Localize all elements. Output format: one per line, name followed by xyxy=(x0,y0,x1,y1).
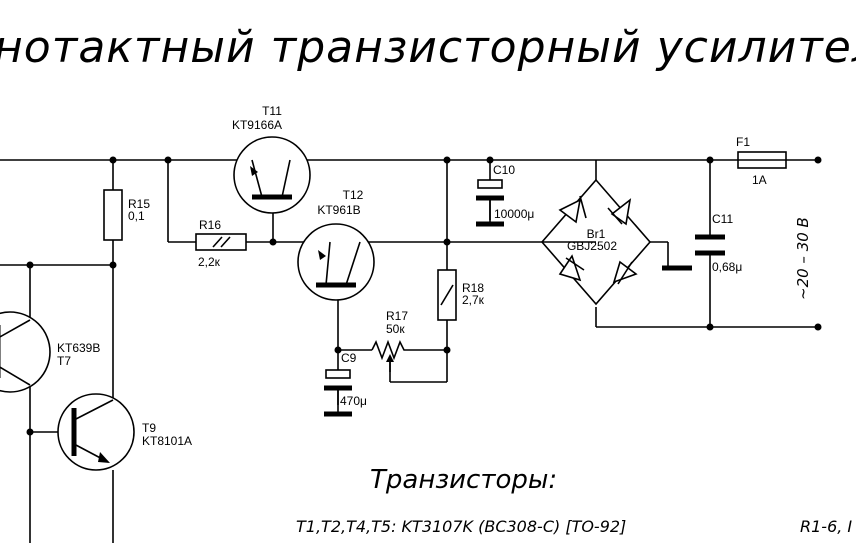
capacitor-c11: C11 0,68μ xyxy=(695,212,742,274)
r15-value: 0,1 xyxy=(128,209,145,223)
c9-value: 470μ xyxy=(340,394,367,408)
r15-ref: R15 xyxy=(128,197,150,211)
fuse-f1: F1 1A xyxy=(736,135,787,187)
br1-part: GBJ2502 xyxy=(567,239,617,253)
transistor-t11: T11 KT9166A xyxy=(232,104,311,214)
t11-part: KT9166A xyxy=(232,118,282,132)
transistor-t9: T9 KT8101A xyxy=(57,393,192,471)
c10-value: 10000μ xyxy=(494,207,534,221)
r16-ref: R16 xyxy=(199,218,221,232)
r17-ref: R17 xyxy=(386,309,408,323)
t12-part: KT961B xyxy=(317,203,360,217)
t11-ref: T11 xyxy=(262,104,282,118)
transistor-t7: KT639B T7 xyxy=(0,311,100,393)
t9-part: KT8101A xyxy=(142,434,192,448)
t7-part: KT639B xyxy=(57,341,100,355)
br1-ref: Br1 xyxy=(587,227,606,241)
schematic-title: нотактный транзисторный усилител xyxy=(0,22,856,73)
resistor-list-note: R1-6, I xyxy=(800,517,852,536)
resistor-r16: R16 2,2к xyxy=(195,218,247,269)
f1-value: 1A xyxy=(752,173,767,187)
potentiometer-r17: R17 50к xyxy=(371,309,408,372)
transistors-section-title: Транзисторы: xyxy=(370,465,557,495)
resistor-r18: R18 2,7к xyxy=(437,269,485,321)
t7-ref: T7 xyxy=(57,354,71,368)
junction-dots xyxy=(26,156,822,436)
r18-ref: R18 xyxy=(462,281,484,295)
c11-ref: C11 xyxy=(712,212,733,226)
r18-value: 2,7к xyxy=(462,293,485,307)
input-voltage-label: ~20 – 30 В xyxy=(794,217,812,300)
capacitor-c10: C10 10000μ xyxy=(476,163,534,227)
t9-ref: T9 xyxy=(142,421,156,435)
r16-value: 2,2к xyxy=(198,255,221,269)
c9-ref: C9 xyxy=(341,351,357,365)
bridge-rectifier-br1: Br1 GBJ2502 xyxy=(558,195,638,285)
transistor-t12: T12 KT961B xyxy=(297,188,375,301)
capacitor-c9: C9 470μ xyxy=(324,351,367,417)
t12-ref: T12 xyxy=(343,188,364,202)
transistor-list-note: T1,T2,T4,T5: KT3107K (BC308-C) [TO-92] xyxy=(296,517,626,536)
r17-value: 50к xyxy=(386,322,405,336)
c11-value: 0,68μ xyxy=(712,260,742,274)
c10-ref: C10 xyxy=(493,163,515,177)
f1-ref: F1 xyxy=(736,135,750,149)
resistor-r15: R15 0,1 xyxy=(103,189,150,241)
wires xyxy=(0,159,820,543)
